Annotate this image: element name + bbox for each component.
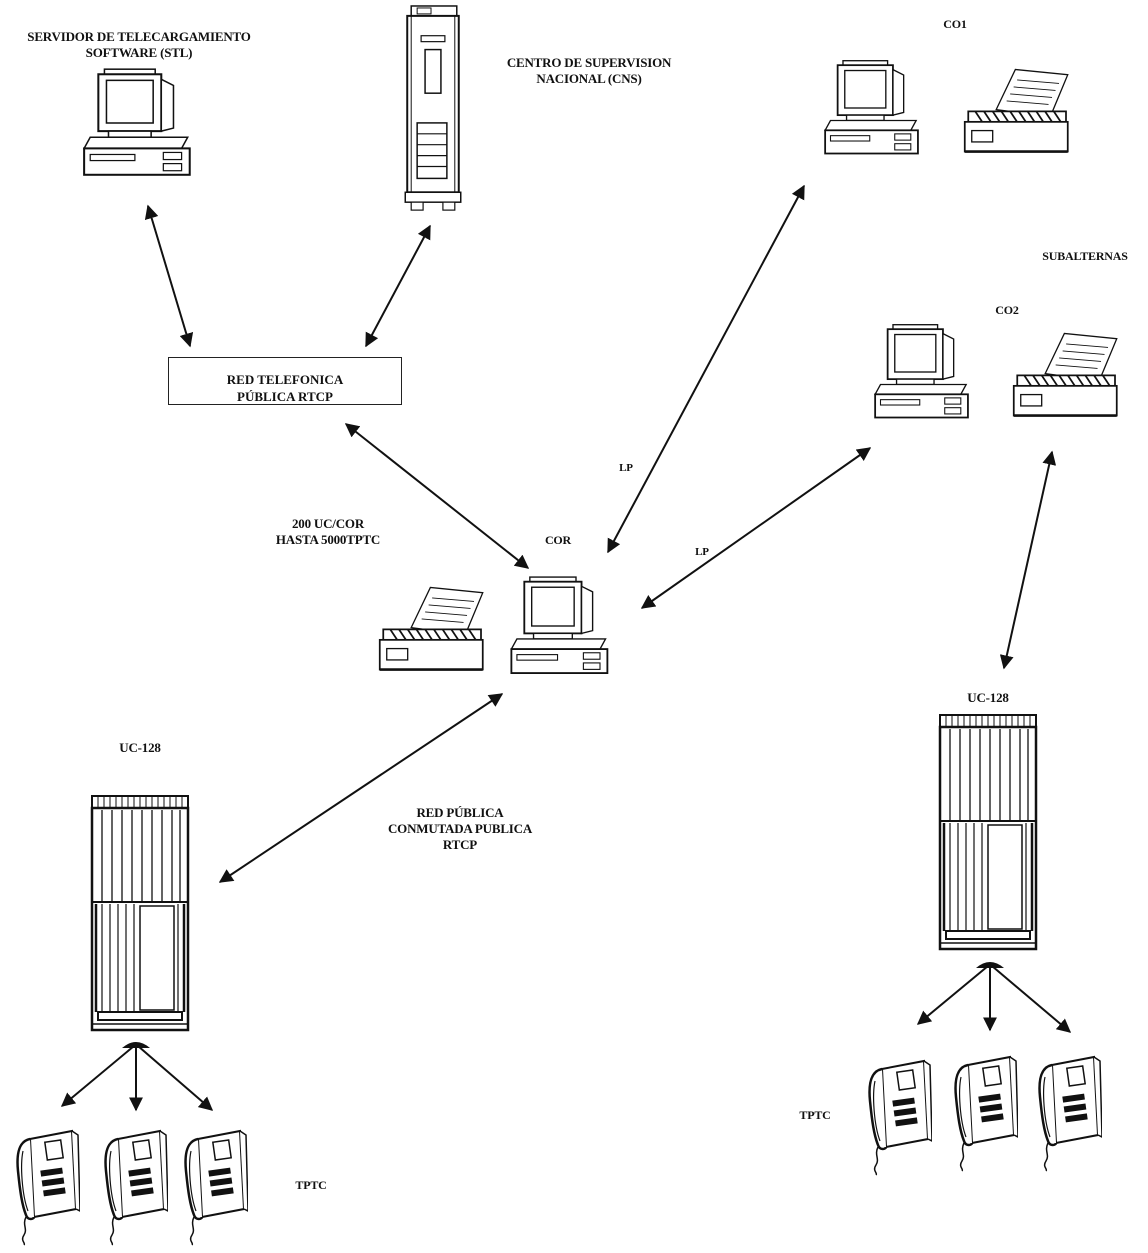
arrow-cns-rtcp: [365, 224, 431, 348]
cor-computer-icon: [510, 576, 609, 675]
rtcp-label-line2: PÚBLICA RTCP: [237, 389, 333, 404]
arrow-stl-rtcp: [144, 204, 194, 348]
co1-printer-icon: [963, 68, 1070, 153]
uc128-right-label: UC-128: [967, 690, 1009, 705]
cns-server-icon: [403, 4, 463, 212]
tptc-left-phone-1-icon: [16, 1129, 80, 1247]
arrow-cor-uc128-left: [218, 693, 504, 883]
stl-label: SERVIDOR DE TELECARGAMIENTO SOFTWARE (ST…: [27, 29, 251, 60]
co2-computer-icon: [874, 323, 969, 419]
tptc-right-phone-2-icon: [954, 1055, 1018, 1173]
co2-label: CO2: [995, 303, 1019, 317]
hub-left-icon: [122, 1042, 150, 1048]
co1-computer-icon: [824, 59, 919, 155]
rtcp-label-line1: RED TELEFONICA: [226, 372, 344, 387]
arrow-rtcp-cor: [344, 423, 530, 569]
arrow-hub-left-phone-1: [60, 1045, 135, 1107]
uc128-left-cabinet-icon: [90, 794, 190, 1032]
hub-right-icon: [976, 962, 1004, 968]
arrow-co1-cor: [607, 184, 805, 554]
arrow-co2-uc128-right: [999, 450, 1057, 670]
arrow-hub-right-phone-1: [916, 965, 989, 1025]
lp-upper-label: LP: [619, 462, 633, 474]
red-publica-label: RED PÚBLICA CONMUTADA PUBLICA RTCP: [387, 805, 533, 852]
tptc-right-phone-1-icon: [868, 1059, 932, 1177]
arrow-hub-right-phone-3: [991, 965, 1072, 1033]
tptc-left-label: TPTC: [295, 1178, 327, 1192]
stl-computer-icon: [83, 68, 191, 176]
arrow-co2-cor: [640, 447, 872, 609]
lp-lower-label: LP: [695, 546, 709, 558]
tptc-left-phone-2-icon: [104, 1129, 168, 1247]
co2-printer-icon: [1012, 332, 1119, 417]
uc128-left-label: UC-128: [119, 740, 161, 755]
tptc-right-label: TPTC: [799, 1108, 831, 1122]
uc-cor-label: 200 UC/COR HASTA 5000TPTC: [275, 516, 381, 547]
rtcp-network-box: RED TELEFONICA PÚBLICA RTCP: [168, 357, 402, 405]
tptc-right-phone-3-icon: [1038, 1055, 1102, 1173]
co1-label: CO1: [943, 17, 967, 31]
tptc-left-phone-3-icon: [184, 1129, 248, 1247]
uc128-right-cabinet-icon: [938, 713, 1038, 951]
subalternas-label: SUBALTERNAS: [1042, 249, 1128, 263]
arrow-hub-left-phone-3: [137, 1045, 214, 1111]
cns-label: CENTRO DE SUPERVISION NACIONAL (CNS): [506, 55, 672, 86]
cor-label: COR: [544, 533, 572, 547]
cor-printer-icon: [378, 586, 485, 671]
